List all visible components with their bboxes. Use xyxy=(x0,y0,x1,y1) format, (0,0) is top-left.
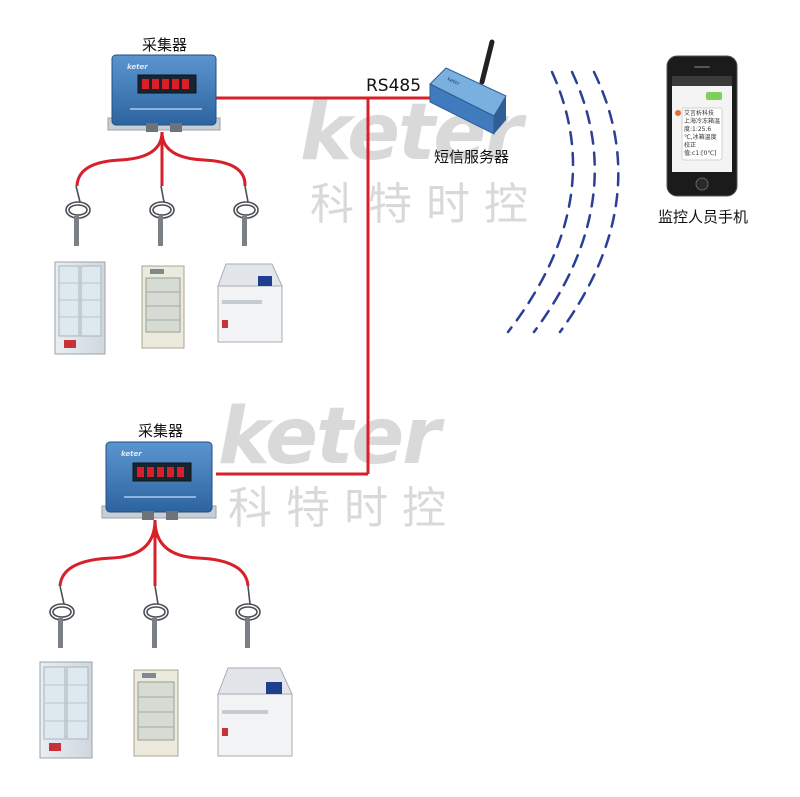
sensor-wire-bottom-1 xyxy=(58,519,157,587)
temperature-sensor-bottom-2 xyxy=(143,585,169,648)
incubator-cabinet-top xyxy=(141,265,185,349)
collector-label-top: 采集器 xyxy=(142,36,188,54)
sms-line-5: 校正 xyxy=(684,141,696,149)
phone-label: 监控人员手机 xyxy=(658,208,749,226)
svg-text:keter: keter xyxy=(121,450,142,458)
pharmacy-refrigerator-bottom xyxy=(39,661,93,759)
sms-server-modem: keter xyxy=(429,39,507,135)
sms-line-3: 度:1:25.6 xyxy=(684,125,711,133)
pharmacy-refrigerator-top xyxy=(54,261,106,355)
temperature-sensor-top-1 xyxy=(65,185,91,246)
company-watermark-top: 科特时控 xyxy=(310,179,542,230)
sensor-wire-top-3 xyxy=(160,131,247,187)
temperature-sensor-bottom-1 xyxy=(49,585,75,648)
collector-device-top: keter xyxy=(107,54,221,132)
sms-line-2: 上海冷冻箱温 xyxy=(684,117,720,125)
company-watermark-bottom: 科特时控 xyxy=(228,483,460,534)
keter-watermark-bottom: keter xyxy=(218,392,441,482)
chest-freezer-bottom xyxy=(217,667,293,757)
signal-arc-2 xyxy=(532,70,597,334)
wiring xyxy=(58,96,430,587)
svg-text:keter: keter xyxy=(446,76,461,87)
collector-device-bottom: keter xyxy=(101,441,217,520)
sms-line-1: 艾言析科技 xyxy=(684,109,714,117)
sms-server-label: 短信服务器 xyxy=(434,148,510,166)
temperature-sensor-bottom-3 xyxy=(235,585,261,648)
chest-freezer-top xyxy=(217,263,283,343)
sensor-wire-top-1 xyxy=(75,131,164,187)
collector-label-bottom: 采集器 xyxy=(138,422,184,440)
sms-line-4: ℃,冰箱温度 xyxy=(684,133,717,141)
incubator-cabinet-bottom xyxy=(133,669,179,757)
signal-arc-1 xyxy=(506,70,575,334)
temperature-sensor-top-3 xyxy=(233,185,259,246)
wireless-signal xyxy=(506,70,620,334)
mobile-phone: 艾言析科技 上海冷冻箱温 度:1:25.6 ℃,冰箱温度 校正 值:c1:[0℃… xyxy=(666,55,738,197)
temperature-sensor-top-2 xyxy=(149,185,175,246)
sms-line-6: 值:c1:[0℃] xyxy=(684,149,716,157)
antenna xyxy=(479,39,495,85)
rs485-label: RS485 xyxy=(366,76,422,96)
svg-text:keter: keter xyxy=(127,63,148,71)
sensor-wire-bottom-3 xyxy=(153,519,250,587)
signal-arc-3 xyxy=(558,70,620,334)
